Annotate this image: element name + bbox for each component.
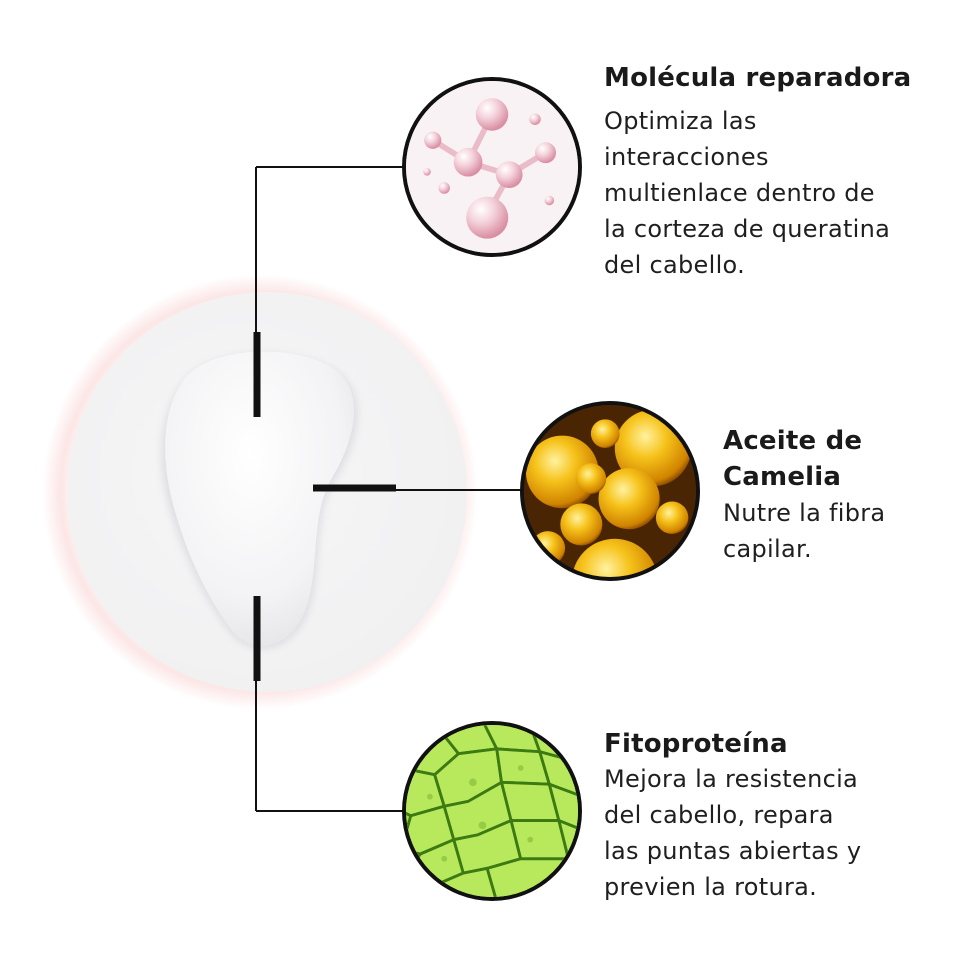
oil-bubbles-icon xyxy=(520,401,700,581)
plant-cells-icon xyxy=(402,721,582,901)
ingredient-title-oil: Aceite de Camelia xyxy=(723,426,863,492)
ingredient-description-oil: Nutre la fibra capilar. xyxy=(723,499,886,563)
molecule-icon xyxy=(402,77,582,257)
ingredient-title-molecule: Molécula reparadora xyxy=(604,63,912,93)
ingredient-description-molecule: Optimiza las interacciones multienlace d… xyxy=(604,107,891,279)
ingredient-title-plant: Fitoproteína xyxy=(604,729,788,759)
ingredient-description-plant: Mejora la resistencia del cabello, repar… xyxy=(604,765,862,901)
